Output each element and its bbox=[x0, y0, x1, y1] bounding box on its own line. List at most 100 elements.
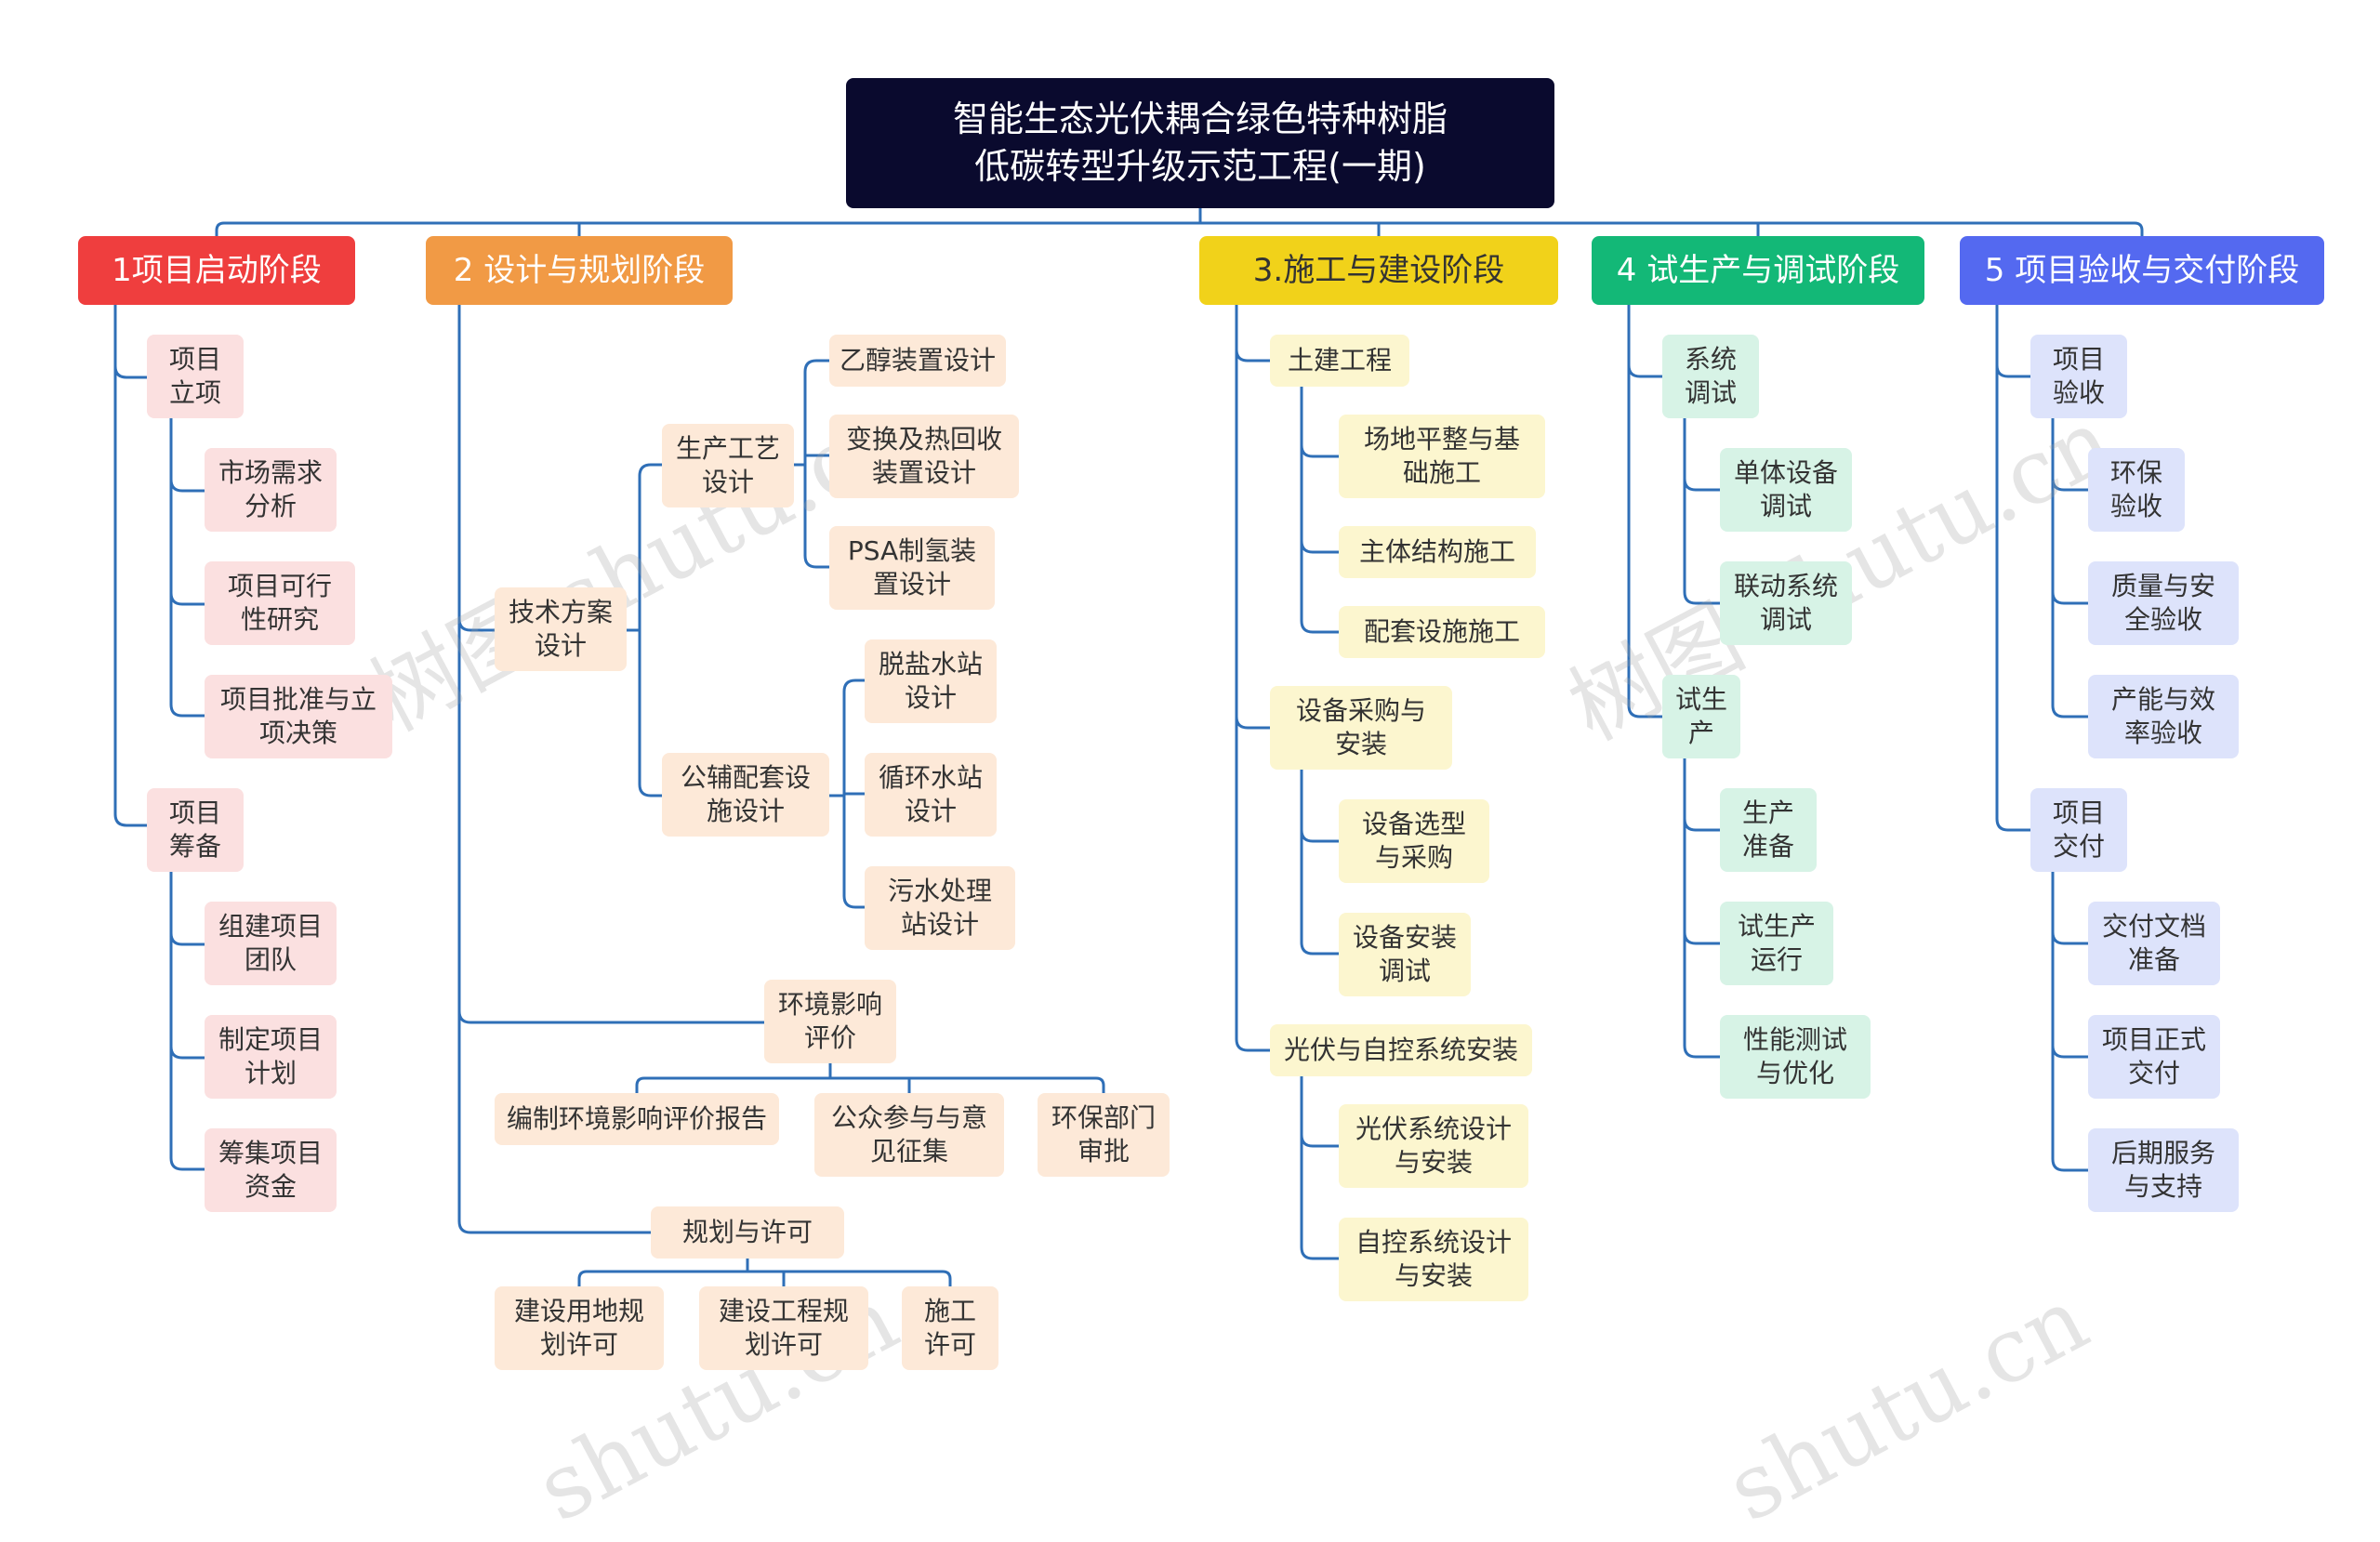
topic-process-design[interactable]: 生产工艺 设计 bbox=[662, 424, 794, 507]
topic-capacity-efficiency[interactable]: 产能与效 率验收 bbox=[2088, 675, 2239, 758]
topic-project-preparation[interactable]: 项目 筹备 bbox=[147, 788, 244, 872]
topic-market-analysis[interactable]: 市场需求 分析 bbox=[205, 448, 337, 532]
stage-header-4[interactable]: 4 试生产与调试阶段 bbox=[1592, 236, 1924, 305]
topic-single-equipment[interactable]: 单体设备 调试 bbox=[1720, 448, 1852, 532]
topic-civil-works[interactable]: 土建工程 bbox=[1270, 335, 1409, 387]
connector-line bbox=[1300, 829, 1339, 843]
topic-technical-design[interactable]: 技术方案 设计 bbox=[495, 587, 627, 671]
connector-line bbox=[169, 479, 205, 493]
topic-env-approval[interactable]: 环保部门 审批 bbox=[1038, 1093, 1170, 1177]
topic-quality-safety[interactable]: 质量与安 全验收 bbox=[2088, 561, 2239, 645]
topic-eia-report[interactable]: 编制环境影响评价报告 bbox=[495, 1093, 779, 1145]
connector-line bbox=[577, 1270, 952, 1286]
connector-line bbox=[842, 679, 865, 692]
connector-line bbox=[1683, 818, 1720, 832]
topic-desalination-station[interactable]: 脱盐水站 设计 bbox=[865, 639, 997, 723]
connector-lines bbox=[113, 208, 2144, 1286]
topic-project-delivery[interactable]: 项目 交付 bbox=[2030, 788, 2127, 872]
connector-line bbox=[1300, 1134, 1339, 1148]
connector-line bbox=[1627, 364, 1662, 378]
topic-circulating-water[interactable]: 循环水站 设计 bbox=[865, 753, 997, 837]
connector-line bbox=[1235, 305, 1270, 1052]
connector-line bbox=[1627, 305, 1662, 718]
topic-construction-planning-permit[interactable]: 建设工程规 划许可 bbox=[699, 1286, 868, 1370]
connector-line bbox=[457, 305, 651, 1234]
topic-build-team[interactable]: 组建项目 团队 bbox=[205, 902, 337, 985]
connector-line bbox=[1995, 364, 2030, 378]
topic-psa-hydrogen[interactable]: PSA制氢装 置设计 bbox=[829, 526, 995, 610]
topic-site-foundation[interactable]: 场地平整与基 础施工 bbox=[1339, 415, 1545, 498]
connector-line bbox=[803, 359, 829, 373]
connector-line bbox=[1995, 305, 2030, 832]
connector-line bbox=[1300, 770, 1339, 956]
connector-line bbox=[638, 463, 662, 477]
topic-trial-run[interactable]: 试生产 运行 bbox=[1720, 902, 1833, 985]
topic-equipment-installation[interactable]: 设备安装 调试 bbox=[1339, 913, 1471, 996]
topic-linkage-system[interactable]: 联动系统 调试 bbox=[1720, 561, 1852, 645]
topic-production-prep[interactable]: 生产 准备 bbox=[1720, 788, 1817, 872]
topic-public-participation[interactable]: 公众参与与意 见征集 bbox=[814, 1093, 1004, 1177]
connector-line bbox=[635, 1076, 1105, 1093]
topic-utilities-design[interactable]: 公辅配套设 施设计 bbox=[662, 753, 829, 837]
topic-supporting-facilities[interactable]: 配套设施施工 bbox=[1339, 606, 1545, 658]
topic-equipment-selection[interactable]: 设备选型 与采购 bbox=[1339, 799, 1489, 883]
topic-project-initiation[interactable]: 项目 立项 bbox=[147, 335, 244, 418]
connector-line bbox=[1235, 716, 1270, 730]
connector-line bbox=[1683, 418, 1720, 605]
connector-line bbox=[113, 305, 147, 827]
topic-main-structure[interactable]: 主体结构施工 bbox=[1339, 526, 1536, 578]
connector-line bbox=[1300, 387, 1339, 634]
topic-delivery-docs[interactable]: 交付文档 准备 bbox=[2088, 902, 2220, 985]
stage-header-5[interactable]: 5 项目验收与交付阶段 bbox=[1960, 236, 2324, 305]
topic-system-commissioning[interactable]: 系统 调试 bbox=[1662, 335, 1759, 418]
stage-header-2[interactable]: 2 设计与规划阶段 bbox=[426, 236, 733, 305]
topic-equipment-procurement[interactable]: 设备采购与 安装 bbox=[1270, 686, 1452, 770]
topic-make-plan[interactable]: 制定项目 计划 bbox=[205, 1015, 337, 1099]
topic-ethanol-unit[interactable]: 乙醇装置设计 bbox=[829, 335, 1006, 387]
topic-formal-delivery[interactable]: 项目正式 交付 bbox=[2088, 1015, 2220, 1099]
topic-performance-test[interactable]: 性能测试 与优化 bbox=[1720, 1015, 1871, 1099]
connector-line bbox=[1300, 540, 1339, 554]
connector-line bbox=[638, 476, 662, 797]
connector-line bbox=[2051, 418, 2088, 718]
connector-line bbox=[113, 365, 147, 379]
connector-line bbox=[457, 1010, 764, 1024]
topic-project-acceptance[interactable]: 项目 验收 bbox=[2030, 335, 2127, 418]
topic-wastewater-station[interactable]: 污水处理 站设计 bbox=[865, 866, 1015, 950]
connector-line bbox=[803, 372, 829, 569]
topic-planning-permits[interactable]: 规划与许可 bbox=[651, 1206, 844, 1259]
topic-approval-decision[interactable]: 项目批准与立 项决策 bbox=[205, 675, 392, 758]
topic-pv-control-install[interactable]: 光伏与自控系统安装 bbox=[1270, 1024, 1532, 1076]
connector-line bbox=[169, 872, 205, 1171]
connector-line bbox=[169, 592, 205, 606]
topic-shift-heat-recovery[interactable]: 变换及热回收 装置设计 bbox=[829, 415, 1019, 498]
topic-construction-permit[interactable]: 施工 许可 bbox=[902, 1286, 998, 1370]
connector-line bbox=[1300, 444, 1339, 458]
topic-raise-funds[interactable]: 筹集项目 资金 bbox=[205, 1128, 337, 1212]
connector-line bbox=[2051, 1045, 2088, 1059]
connector-line bbox=[1683, 478, 1720, 492]
connector-line bbox=[169, 418, 205, 718]
connector-line bbox=[1235, 349, 1270, 362]
stage-header-1[interactable]: 1项目启动阶段 bbox=[78, 236, 355, 305]
connector-line bbox=[169, 1046, 205, 1060]
topic-env-acceptance[interactable]: 环保 验收 bbox=[2088, 448, 2185, 532]
connector-line bbox=[2051, 478, 2088, 492]
connector-line bbox=[215, 221, 2144, 236]
root-title[interactable]: 智能生态光伏耦合绿色特种树脂 低碳转型升级示范工程(一期) bbox=[846, 78, 1554, 208]
topic-land-use-permit[interactable]: 建设用地规 划许可 bbox=[495, 1286, 664, 1370]
stage-header-3[interactable]: 3.施工与建设阶段 bbox=[1199, 236, 1558, 305]
connector-line bbox=[2051, 931, 2088, 945]
connector-line bbox=[2051, 872, 2088, 1172]
connector-line bbox=[169, 932, 205, 946]
topic-feasibility-study[interactable]: 项目可行 性研究 bbox=[205, 561, 355, 645]
topic-trial-production[interactable]: 试生 产 bbox=[1662, 675, 1740, 758]
topic-eia[interactable]: 环境影响 评价 bbox=[764, 980, 896, 1063]
connector-line bbox=[1683, 758, 1720, 1059]
connector-line bbox=[457, 618, 495, 632]
topic-pv-system[interactable]: 光伏系统设计 与安装 bbox=[1339, 1104, 1528, 1188]
connector-line bbox=[842, 692, 865, 909]
connector-line bbox=[1683, 931, 1720, 945]
topic-after-service[interactable]: 后期服务 与支持 bbox=[2088, 1128, 2239, 1212]
topic-control-system[interactable]: 自控系统设计 与安装 bbox=[1339, 1218, 1528, 1301]
